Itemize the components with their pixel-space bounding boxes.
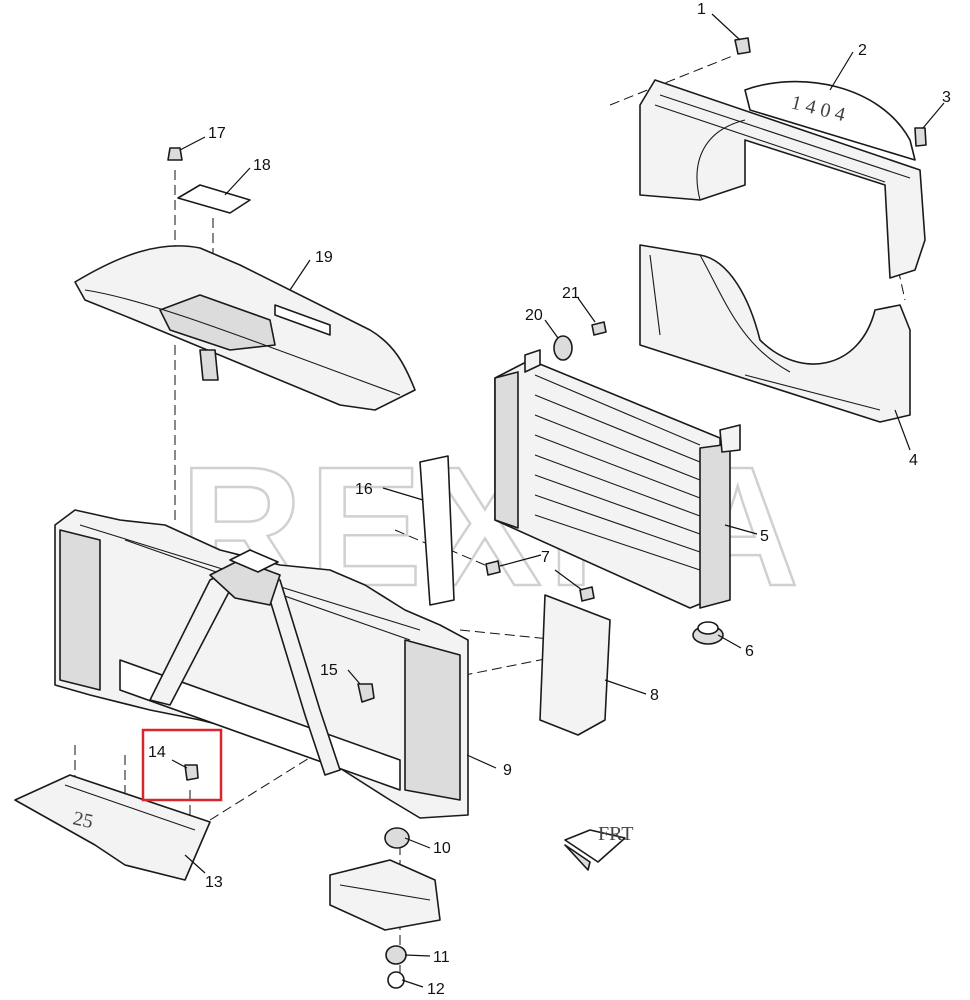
support-bolt (357, 683, 375, 703)
callout-7: 7 (541, 549, 550, 566)
lower-air-deflector: 25 (14, 774, 211, 881)
radiator-upper-insulator (553, 335, 573, 361)
callout-11: 11 (433, 949, 450, 966)
baffle-bolt-left (485, 560, 501, 576)
callout-3: 3 (942, 89, 951, 106)
callout-5: 5 (760, 528, 769, 545)
air-baffle-right (539, 594, 611, 736)
radiator-support (54, 509, 469, 819)
air-baffle-left (419, 455, 455, 606)
front-direction-indicator: FRT (564, 823, 633, 871)
callout-4: 4 (909, 452, 918, 469)
callout-1: 1 (697, 1, 706, 18)
callout-12: 12 (427, 981, 445, 998)
deflector-stamp: 25 (71, 807, 95, 833)
callout-20: 20 (525, 307, 543, 324)
callout-15: 15 (320, 662, 338, 679)
support-upper-mount-cushion (384, 827, 410, 849)
callout-2: 2 (858, 42, 867, 59)
shroud-bolt-side (914, 127, 927, 147)
callout-8: 8 (650, 687, 659, 704)
support-mounting-area (329, 859, 441, 931)
callout-19: 19 (315, 249, 333, 266)
callout-16: 16 (355, 481, 373, 498)
upper-fan-shroud: 1 4 0 4 (639, 79, 926, 279)
callout-18: 18 (253, 157, 271, 174)
support-lower-mount-cushion (385, 945, 407, 965)
radiator (494, 349, 741, 609)
highlight-box (141, 728, 223, 802)
shroud-bolt-upper (734, 37, 751, 55)
callout-14: 14 (148, 744, 166, 761)
deflector-push-pin (184, 764, 199, 781)
callout-9: 9 (503, 762, 512, 779)
front-label: FRT (598, 823, 633, 845)
cover-push-pin (167, 147, 183, 161)
callouts: 1 2 3 4 5 6 7 8 9 10 11 12 13 14 15 16 1… (148, 1, 951, 998)
callout-17: 17 (208, 125, 226, 142)
radiator-cover-label (177, 184, 251, 214)
lower-fan-shroud (639, 244, 911, 423)
support-mount-nut (387, 971, 405, 989)
callout-13: 13 (205, 874, 223, 891)
callout-10: 10 (433, 840, 451, 857)
callout-21: 21 (562, 285, 580, 302)
callout-6: 6 (745, 643, 754, 660)
insulator-bolt (591, 321, 607, 336)
baffle-bolt-right (579, 586, 595, 602)
upper-radiator-cover (74, 245, 416, 411)
radiator-lower-insulator (692, 621, 724, 645)
